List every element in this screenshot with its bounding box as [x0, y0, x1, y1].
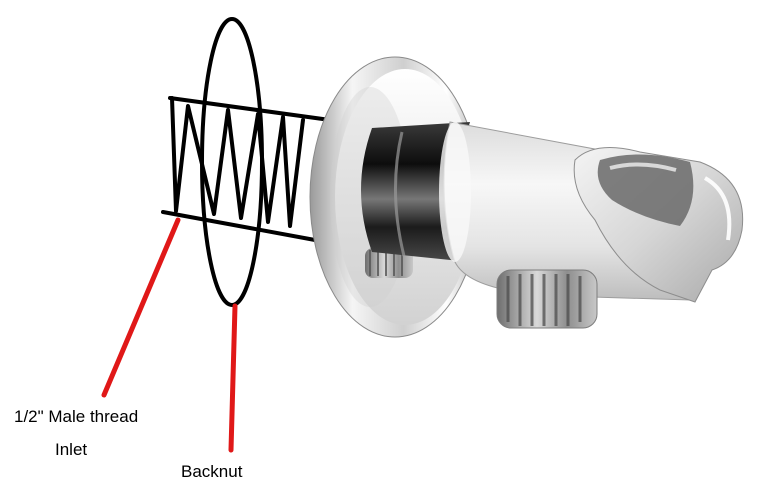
thread-top-line — [168, 96, 332, 122]
inlet-label: Inlet — [55, 440, 88, 459]
pointer-lines — [101, 217, 238, 453]
hose-outlet-nipple — [496, 269, 598, 329]
thread-zigzag — [170, 96, 305, 228]
shower-outlet-product — [309, 56, 744, 338]
thread-label: 1/2" Male thread — [14, 407, 139, 426]
holder-slot — [597, 154, 694, 226]
thread-sketch — [161, 96, 332, 242]
thread-pointer-line — [101, 217, 181, 398]
backnut-label: Backnut — [181, 462, 243, 481]
backnut-pointer-line — [228, 303, 238, 453]
backnut-sketch — [200, 17, 264, 307]
thread-bottom-line — [161, 210, 317, 242]
